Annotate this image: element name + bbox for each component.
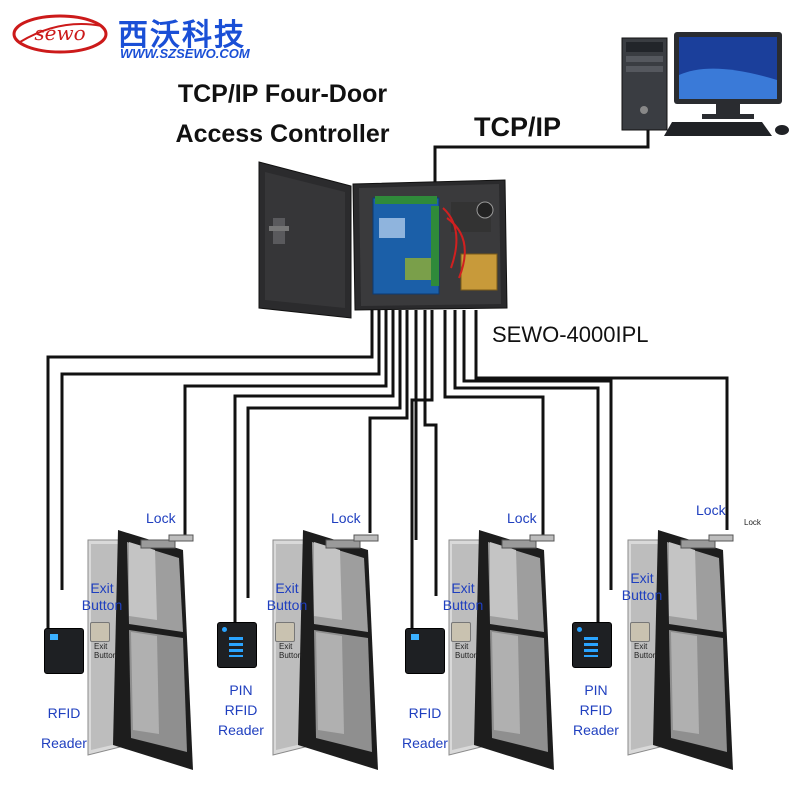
reader-label: PIN RFID Reader bbox=[218, 682, 264, 738]
cable-door4-lock-b bbox=[474, 310, 729, 530]
lock-label: Lock bbox=[146, 510, 176, 526]
door-1 bbox=[87, 530, 194, 770]
door-2 bbox=[272, 530, 379, 770]
exit-button-device bbox=[451, 622, 471, 642]
access-controller-cabinet bbox=[258, 161, 508, 319]
brand-logo-text: sewo bbox=[34, 21, 85, 45]
lock-label: Lock bbox=[331, 510, 361, 526]
door-4 bbox=[627, 530, 734, 770]
exit-button-label: Exit Button bbox=[266, 580, 308, 613]
cable-door1-exit bbox=[60, 310, 381, 590]
exit-button-device bbox=[630, 622, 650, 642]
cable-door1-reader bbox=[46, 310, 374, 638]
exit-button-device bbox=[275, 622, 295, 642]
lock-small-label: Lock bbox=[744, 518, 761, 527]
cable-door1-lock bbox=[183, 310, 388, 540]
page-title-line2: Access Controller bbox=[175, 120, 390, 148]
exit-button-label: Exit Button bbox=[81, 580, 123, 613]
controller-model: SEWO-4000IPL bbox=[492, 322, 649, 347]
reader-label: PIN RFID Reader bbox=[573, 682, 619, 738]
device-small-label: Exit Button bbox=[94, 642, 118, 660]
cable-door2-reader bbox=[233, 310, 395, 640]
lock-label: Lock bbox=[696, 502, 726, 518]
cable-door2-exit bbox=[246, 310, 402, 598]
rfid-reader-icon bbox=[44, 628, 84, 674]
door-3 bbox=[448, 530, 555, 770]
device-small-label: Exit Button bbox=[634, 642, 658, 660]
exit-button-device bbox=[90, 622, 110, 642]
cable-door4-exit bbox=[453, 310, 600, 634]
rfid-reader-icon bbox=[405, 628, 445, 674]
device-small-label: Exit Button bbox=[279, 642, 303, 660]
reader-label: RFID Reader bbox=[402, 705, 448, 751]
cable-door2-lock bbox=[368, 310, 409, 533]
cable-door4-reader bbox=[462, 310, 613, 590]
exit-button-label: Exit Button bbox=[442, 580, 484, 613]
brand-name: 西沃科技 bbox=[118, 18, 246, 53]
reader-label: RFID Reader bbox=[41, 705, 87, 751]
network-label: TCP/IP bbox=[474, 112, 562, 142]
cable-door4-lock bbox=[443, 310, 545, 535]
brand-website: WWW.SZSEWO.COM bbox=[120, 46, 250, 61]
page-title-line1: TCP/IP Four-Door bbox=[177, 80, 388, 108]
cable-door3-exit bbox=[423, 310, 438, 596]
exit-button-label: Exit Button bbox=[621, 570, 663, 603]
desktop-computer-icon bbox=[621, 32, 789, 136]
network-cable bbox=[433, 128, 650, 185]
device-small-label: Exit Button bbox=[455, 642, 479, 660]
pin-rfid-reader-icon bbox=[217, 622, 257, 668]
brand-logo: sewo bbox=[12, 14, 108, 54]
cable-door3-reader bbox=[410, 310, 434, 630]
lock-label: Lock bbox=[507, 510, 537, 526]
pin-rfid-reader-icon bbox=[572, 622, 612, 668]
